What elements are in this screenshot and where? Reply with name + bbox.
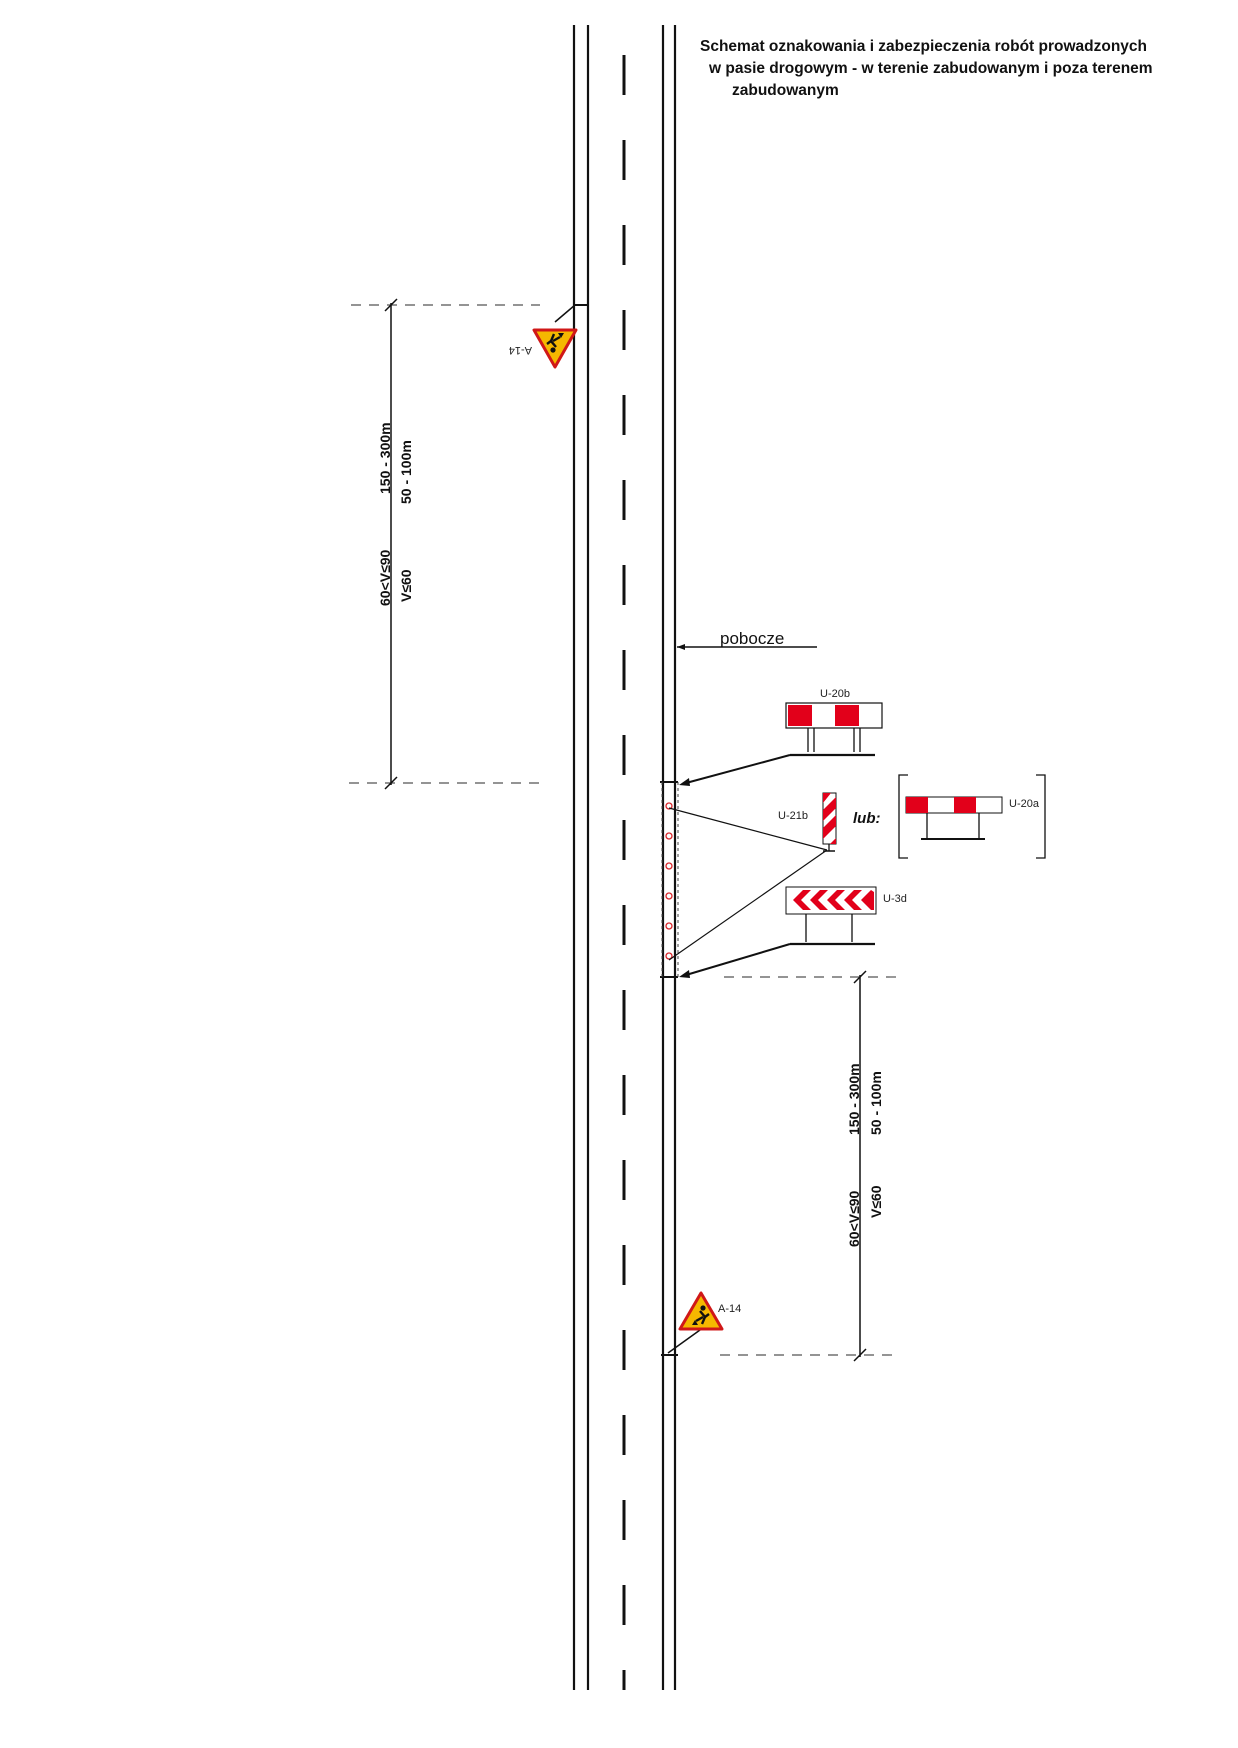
dimension-top-inside-speed: V≤60 xyxy=(398,569,414,602)
traffic-cone-icon xyxy=(665,892,673,900)
work-zone xyxy=(660,781,679,978)
alternative-u20a: lub: U-20a xyxy=(853,774,1046,859)
dimension-bottom: 150 - 300m 60<V≤90 50 - 100m V≤60 xyxy=(720,970,900,1362)
traffic-cone-icon xyxy=(665,952,673,960)
dimension-top: 150 - 300m 60<V≤90 50 - 100m V≤60 xyxy=(349,298,540,790)
sign-a14-bottom-label: A-14 xyxy=(718,1303,741,1315)
sign-u20b: U-20b xyxy=(679,688,883,786)
shoulder-callout: pobocze xyxy=(677,629,817,650)
shoulder-label: pobocze xyxy=(720,629,784,648)
sign-a14-bottom: A-14 xyxy=(661,1291,741,1356)
sign-u3d-label: U-3d xyxy=(883,893,907,905)
or-label: lub: xyxy=(853,810,881,827)
title-line-1: Schemat oznakowania i zabezpieczenia rob… xyxy=(700,38,1148,55)
title-line-3: zabudowanym xyxy=(732,82,839,99)
sign-u21b-label: U-21b xyxy=(778,810,808,822)
traffic-cone-icon xyxy=(665,862,673,870)
roadworks-worker-icon xyxy=(692,1305,710,1325)
dimension-bottom-outside-speed: 60<V≤90 xyxy=(846,1190,862,1247)
traffic-cones xyxy=(665,802,673,960)
sign-a14-top-label: A-14 xyxy=(509,344,532,356)
traffic-cone-icon xyxy=(665,832,673,840)
road xyxy=(572,25,677,1690)
traffic-cone-icon xyxy=(665,802,673,810)
traffic-cone-icon xyxy=(665,922,673,930)
diagram-title: Schemat oznakowania i zabezpieczenia rob… xyxy=(700,36,1220,102)
dimension-top-inside-range: 50 - 100m xyxy=(398,440,414,504)
sign-u3d: U-3d xyxy=(679,886,907,978)
dimension-bottom-inside-speed: V≤60 xyxy=(868,1185,884,1218)
dimension-top-outside-speed: 60<V≤90 xyxy=(377,549,393,606)
dimension-top-outside-range: 150 - 300m xyxy=(377,422,393,494)
roadworks-worker-icon xyxy=(546,333,564,353)
dimension-bottom-outside-range: 150 - 300m xyxy=(846,1063,862,1135)
sign-u21b: U-21b xyxy=(668,792,837,961)
sign-u20a-label: U-20a xyxy=(1009,798,1040,810)
sign-u20b-label: U-20b xyxy=(820,688,850,700)
dimension-bottom-inside-range: 50 - 100m xyxy=(868,1071,884,1135)
sign-a14-top: A-14 xyxy=(509,304,588,369)
title-line-2: w pasie drogowym - w terenie zabudowanym… xyxy=(709,60,1153,77)
